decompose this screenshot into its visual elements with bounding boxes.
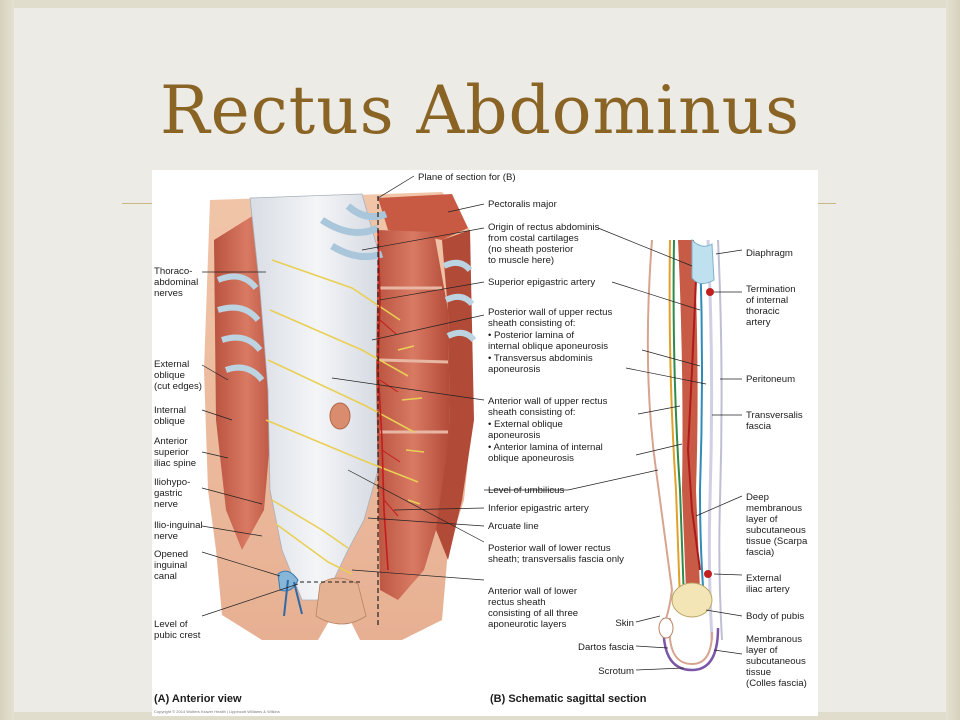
rectus-abdominis-muscle <box>376 230 450 600</box>
genital-region <box>315 577 367 625</box>
epigastric-arteries <box>377 229 389 571</box>
nerve-branches <box>397 345 425 505</box>
sagittal-skin-line <box>646 239 674 633</box>
anatomy-illustration: Thoraco- abdominal nerves External obliq… <box>154 172 810 714</box>
pectoralis-major-muscle <box>378 194 468 240</box>
left-labels: Thoraco- abdominal nerves External obliq… <box>154 266 205 641</box>
label-deep-membranous-layer-scarpa: Deep membranous layer of subcutaneous ti… <box>746 492 810 558</box>
label-posterior-wall-lower-rectus-sheath: Posterior wall of lower rectus sheath; t… <box>488 543 624 565</box>
sagittal-sheath-orange <box>668 239 681 601</box>
title-underline-right <box>818 203 836 204</box>
copyright-notice: Copyright © 2014 Wolters Kluwer Health |… <box>154 709 280 714</box>
anatomy-figure: Thoraco- abdominal nerves External obliq… <box>152 170 818 716</box>
lateral-abdominal-muscle-right <box>436 230 474 560</box>
sagittal-epigastric-artery <box>686 279 701 571</box>
internal-thoracic-termination <box>706 288 714 296</box>
costal-cartilages-right <box>442 259 477 343</box>
sagittal-diaphragm <box>691 238 715 284</box>
external-iliac-artery-point <box>704 570 712 578</box>
label-skin: Skin <box>615 618 634 629</box>
label-diaphragm: Diaphragm <box>746 248 793 259</box>
label-origin-of-rectus-abdominis: Origin of rectus abdominis from costal c… <box>488 222 602 266</box>
label-membranous-layer-colles: Membranous layer of subcutaneous tissue … <box>746 634 808 689</box>
umbilicus <box>329 402 351 430</box>
slide-title: Rectus Abdominus <box>159 72 801 149</box>
anterior-view-illustration <box>204 192 477 640</box>
sagittal-dartos-fascia <box>668 617 713 666</box>
label-thoracoabdominal-nerves: Thoraco- abdominal nerves <box>154 266 201 299</box>
caption-anterior-view: (A) Anterior view <box>154 693 242 705</box>
right-labels: Diaphragm Termination of internal thorac… <box>746 248 810 689</box>
slide-frame-left <box>0 0 14 720</box>
sagittal-section-illustration <box>646 238 723 672</box>
center-labels: Pectoralis major Origin of rectus abdomi… <box>488 199 624 630</box>
label-external-iliac-artery: External iliac artery <box>746 573 790 595</box>
label-internal-oblique: Internal oblique <box>154 405 189 427</box>
label-inferior-epigastric-artery: Inferior epigastric artery <box>488 503 589 514</box>
label-scrotum: Scrotum <box>598 666 634 677</box>
label-pectoralis-major: Pectoralis major <box>488 199 558 210</box>
label-anterior-wall-lower-rectus-sheath: Anterior wall of lower rectus sheath con… <box>488 586 581 630</box>
label-termination-internal-thoracic-artery: Termination of internal thoracic artery <box>746 284 798 328</box>
sagittal-body-of-pubis <box>671 582 713 618</box>
label-plane-of-section: Plane of section for (B) <box>418 172 516 183</box>
label-peritoneum: Peritoneum <box>746 374 795 385</box>
bottom-labels: Skin Dartos fascia Scrotum <box>578 618 635 677</box>
leader-lines <box>201 175 743 671</box>
sagittal-peritoneum <box>717 239 723 641</box>
label-level-of-pubic-crest: Level of pubic crest <box>154 619 201 641</box>
sagittal-sheath-blue <box>698 249 705 601</box>
label-iliohypogastric-nerve: Iliohypo- gastric nerve <box>154 477 193 510</box>
label-body-of-pubis: Body of pubis <box>746 611 804 622</box>
slide-frame-top <box>0 0 960 8</box>
label-anterior-wall-upper-rectus-sheath: Anterior wall of upper rectus sheath con… <box>488 396 610 464</box>
sagittal-sheath-green <box>672 239 685 601</box>
costal-cartilages-left <box>216 273 265 382</box>
label-arcuate-line: Arcuate line <box>488 521 539 532</box>
label-transversalis-fascia: Transversalis fascia <box>746 410 805 432</box>
label-dartos-fascia: Dartos fascia <box>578 642 635 653</box>
label-external-oblique: External oblique (cut edges) <box>154 359 202 392</box>
sagittal-skin-cut <box>658 617 674 639</box>
sagittal-transversalis-fascia <box>706 239 714 641</box>
title-underline-left <box>122 203 152 204</box>
label-posterior-wall-upper-rectus-sheath: Posterior wall of upper rectus sheath co… <box>488 307 615 375</box>
spermatic-cord-vessels <box>283 579 303 617</box>
thoracoabdominal-nerves <box>265 259 419 575</box>
label-opened-inguinal-canal: Opened inguinal canal <box>154 549 191 582</box>
label-ilio-inguinal-nerve: Ilio-inguinal nerve <box>154 520 205 542</box>
slide-frame-bottom <box>0 712 960 720</box>
slide-frame-right <box>946 0 960 720</box>
label-anterior-superior-iliac-spine: Anterior superior iliac spine <box>154 436 196 469</box>
label-superior-epigastric-artery: Superior epigastric artery <box>488 277 595 288</box>
label-level-of-umbilicus: Level of umbilicus <box>488 485 564 496</box>
caption-schematic-sagittal-section: (B) Schematic sagittal section <box>490 693 647 705</box>
